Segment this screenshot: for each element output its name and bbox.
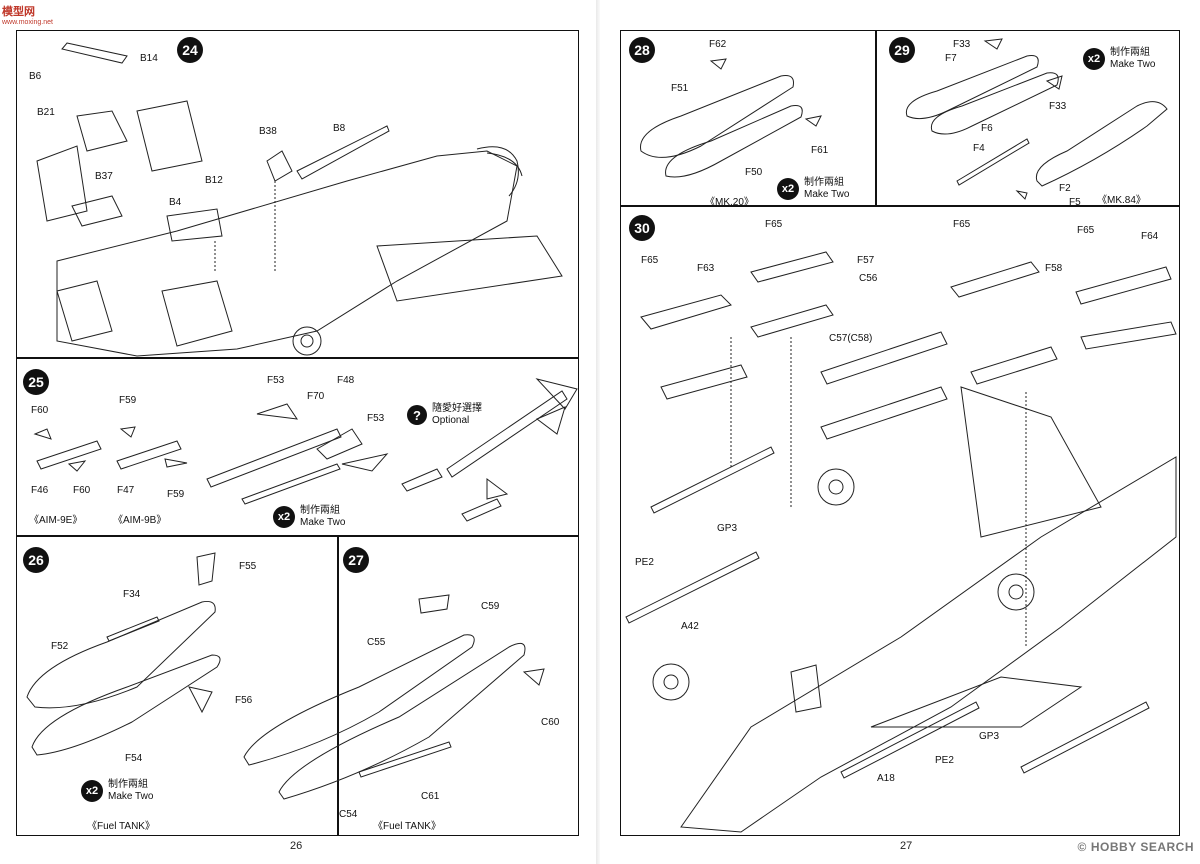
part-label: F54 [125, 753, 143, 764]
part-label: PE2 [635, 557, 654, 568]
part-label: B38 [259, 126, 277, 137]
part-label: F53 [367, 413, 385, 424]
step-29-number: 29 [889, 37, 915, 63]
part-label: C57(C58) [829, 333, 873, 344]
part-label: F57 [857, 255, 875, 266]
part-label: B21 [37, 107, 55, 118]
step-27-number: 27 [343, 547, 369, 573]
part-label: F56 [235, 695, 253, 706]
part-label: F47 [117, 485, 135, 496]
part-label: F62 [709, 39, 727, 50]
part-label: F60 [31, 405, 49, 416]
hobby-search-watermark: © HOBBY SEARCH [1077, 840, 1194, 854]
step-24-drawing [36, 42, 563, 357]
step-25-drawing [33, 378, 578, 522]
part-label: F58 [1045, 263, 1063, 274]
step-30-drawing [625, 251, 1177, 833]
site-logo: 模型网 www.moxing.net [2, 6, 53, 26]
part-label: A42 [681, 621, 699, 632]
part-label: C59 [481, 601, 500, 612]
part-label: F48 [337, 375, 355, 386]
step-24-number: 24 [177, 37, 203, 63]
part-label: F5 [1069, 197, 1081, 208]
step-28-number: 28 [629, 37, 655, 63]
part-label: F2 [1059, 183, 1071, 194]
step-27-drawing [243, 594, 545, 800]
question-icon: ? [407, 405, 427, 425]
part-label: F33 [1049, 101, 1067, 112]
aim-9e-caption: 《AIM-9E》 [29, 515, 83, 526]
x2-badge: x2 [273, 506, 295, 528]
part-label: C60 [541, 717, 560, 728]
part-label: C54 [339, 809, 358, 820]
part-label: GP3 [717, 523, 738, 534]
part-label: F59 [167, 489, 185, 500]
step-26-number: 26 [23, 547, 49, 573]
part-label: F6 [981, 123, 993, 134]
page-left: 模型网 www.moxing.net 24 [2, 6, 579, 852]
page-number-left: 26 [290, 840, 303, 852]
x2-badge: x2 [777, 178, 799, 200]
mk20-caption: 《MK.20》 [705, 197, 754, 208]
step-28-drawing [640, 58, 822, 178]
part-label: B14 [140, 53, 158, 64]
x2-badge: x2 [1083, 48, 1105, 70]
part-label: F61 [811, 145, 829, 156]
aim-9b-caption: 《AIM-9B》 [113, 515, 167, 526]
part-label: F33 [953, 39, 971, 50]
fuel-tank-caption: 《Fuel TANK》 [373, 821, 441, 832]
part-label: B12 [205, 175, 223, 186]
step-26-drawing [26, 552, 221, 756]
part-label: F65 [1077, 225, 1095, 236]
part-label: F46 [31, 485, 49, 496]
step-25-number: 25 [23, 369, 49, 395]
step-24-panel: 24 [16, 30, 579, 358]
part-label: F55 [239, 561, 257, 572]
fuel-tank-caption: 《Fuel TANK》 [87, 821, 155, 832]
part-label: F65 [641, 255, 659, 266]
part-label: B37 [95, 171, 113, 182]
part-label: PE2 [935, 755, 954, 766]
x2-badge: x2 [81, 780, 103, 802]
watermark-logo-icon: © [1077, 840, 1087, 854]
part-label: A18 [877, 773, 895, 784]
part-label: C61 [421, 791, 440, 802]
page-number-right: 27 [900, 840, 913, 852]
part-label: F51 [671, 83, 689, 94]
part-label: F7 [945, 53, 957, 64]
part-label: F34 [123, 589, 141, 600]
step-29-drawing [905, 38, 1168, 200]
mk84-caption: 《MK.84》 [1097, 195, 1146, 206]
part-label: F65 [765, 219, 783, 230]
part-label: F70 [307, 391, 325, 402]
step-30-number: 30 [629, 215, 655, 241]
part-label: F65 [953, 219, 971, 230]
step-25-panel: 25 F60 F46 F60 F59 F47 F59 F53 F70 F48 F… [16, 358, 579, 536]
part-label: F60 [73, 485, 91, 496]
step-30-panel: 30 [620, 206, 1180, 836]
part-label: F64 [1141, 231, 1159, 242]
part-label: C55 [367, 637, 386, 648]
part-label: F52 [51, 641, 69, 652]
part-label: C56 [859, 273, 878, 284]
part-label: GP3 [979, 731, 1000, 742]
part-label: F4 [973, 143, 985, 154]
part-label: F50 [745, 167, 763, 178]
step-27-panel: 27 C59 C55 C60 C54 C61 《Fuel TANK》 [243, 536, 579, 836]
part-label: F59 [119, 395, 137, 406]
part-label: B8 [333, 123, 346, 134]
part-label: B4 [169, 197, 182, 208]
part-label: F53 [267, 375, 285, 386]
part-label: F63 [697, 263, 715, 274]
part-label: B6 [29, 71, 42, 82]
